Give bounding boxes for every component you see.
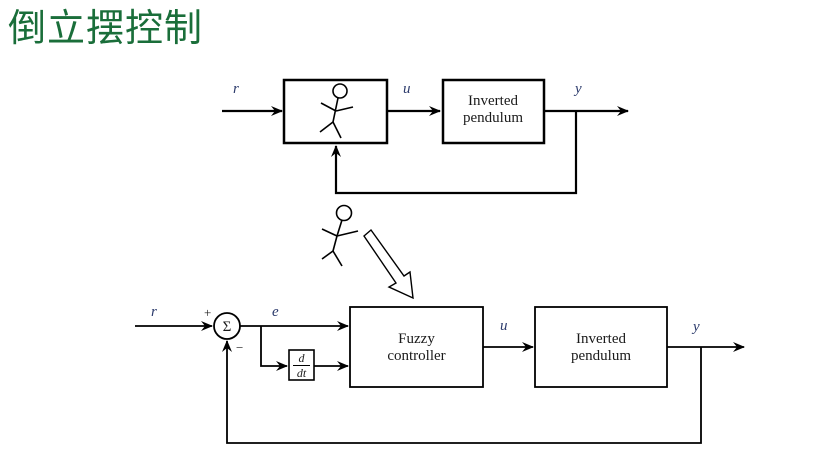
slide-title: 倒立摆控制: [8, 6, 204, 50]
plus-sign: +: [204, 305, 211, 320]
minus-sign: −: [236, 340, 243, 355]
bottom-control-label: u: [500, 318, 508, 334]
top-feedback-path: [331, 111, 578, 195]
human-operator-icon: [321, 204, 359, 267]
top-input-label: r: [233, 81, 239, 97]
transition: [321, 204, 414, 300]
fuzzy-controller-block: [349, 306, 484, 388]
human-operator-icon: [319, 83, 354, 139]
derivative-branch: [260, 326, 288, 371]
hollow-arrow-icon: [363, 228, 414, 300]
top-plant-block: [441, 78, 546, 145]
sum-symbol: Σ: [223, 319, 232, 335]
derivative-denominator: dt: [297, 366, 307, 380]
derivative-numerator: d: [299, 351, 306, 365]
fuzzy-controller-line2: controller: [387, 348, 445, 364]
bottom-plant-line2: pendulum: [571, 348, 631, 364]
bottom-input-label: r: [151, 304, 157, 320]
top-plant-line1: Inverted: [468, 93, 518, 109]
error-label: e: [272, 304, 279, 320]
top-plant-line2: pendulum: [463, 110, 523, 126]
top-control-label: u: [403, 81, 411, 97]
bottom-plant-block: [534, 306, 668, 388]
bottom-feedback-path: [222, 340, 702, 444]
bottom-output-label: y: [691, 319, 700, 335]
bottom-diagram: r + Σ − e d dt Fuzzy controller u Invert…: [135, 304, 745, 444]
top-output-label: y: [573, 81, 582, 97]
fuzzy-controller-line1: Fuzzy: [398, 331, 435, 347]
top-diagram: r u Inverted pendulum y: [222, 78, 629, 195]
bottom-plant-line1: Inverted: [576, 331, 626, 347]
